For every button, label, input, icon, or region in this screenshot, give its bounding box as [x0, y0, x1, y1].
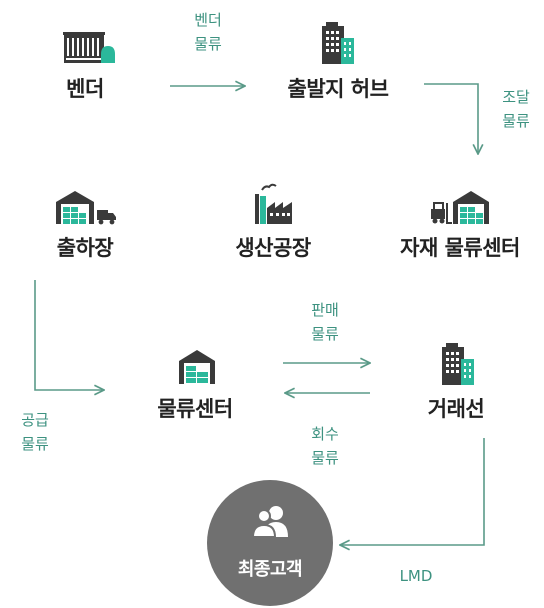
- edge-label-line: 물류: [311, 449, 339, 467]
- arrow-shipping-to-logistics-center: [34, 280, 104, 390]
- edge-label-line: 조달: [502, 88, 530, 106]
- arrow-hub-to-material-center: [424, 83, 478, 154]
- edge-label-sales-logistics: 판매 물류: [311, 298, 339, 346]
- node-logistics-center: 물류센터: [157, 397, 233, 421]
- client-building-icon: [442, 343, 474, 385]
- edge-label-supply-logistics: 공급 물류: [21, 408, 49, 456]
- logistics-center-warehouse-icon: [179, 350, 215, 384]
- edge-label-line: 물류: [311, 325, 339, 343]
- node-production-plant: 생산공장: [235, 236, 311, 260]
- edge-label-line: 벤더: [194, 11, 222, 29]
- vendor-building-icon: [63, 32, 115, 63]
- edge-label-return-logistics: 회수 물류: [311, 422, 339, 470]
- edge-label-line: 물류: [21, 435, 49, 453]
- edge-label-line: 회수: [311, 425, 339, 443]
- node-shipping-site: 출하장: [56, 236, 114, 260]
- departure-hub-building-icon: [322, 22, 354, 64]
- edge-label-lmd: LMD: [399, 567, 433, 585]
- factory-icon: [255, 183, 292, 224]
- edge-label-line: 물류: [194, 35, 222, 53]
- edge-label-line: 판매: [311, 301, 339, 319]
- people-icon: [252, 506, 288, 538]
- arrow-lmd: [340, 438, 485, 545]
- node-client: 거래선: [427, 397, 485, 421]
- node-vendor: 벤더: [66, 77, 104, 101]
- node-departure-hub: 출발지 허브: [287, 77, 389, 101]
- edge-label-procurement-logistics: 조달 물류: [502, 85, 530, 133]
- final-customer-circle: 최종고객: [207, 480, 333, 606]
- edge-label-line: 물류: [502, 112, 530, 130]
- edge-label-line: 공급: [21, 411, 49, 429]
- forklift-warehouse-icon: [431, 191, 489, 224]
- edge-label-vendor-logistics: 벤더 물류: [194, 8, 222, 56]
- node-final-customer: 최종고객: [237, 559, 303, 580]
- shipping-warehouse-truck-icon: [56, 191, 116, 225]
- node-material-logistics-center: 자재 물류센터: [400, 236, 520, 260]
